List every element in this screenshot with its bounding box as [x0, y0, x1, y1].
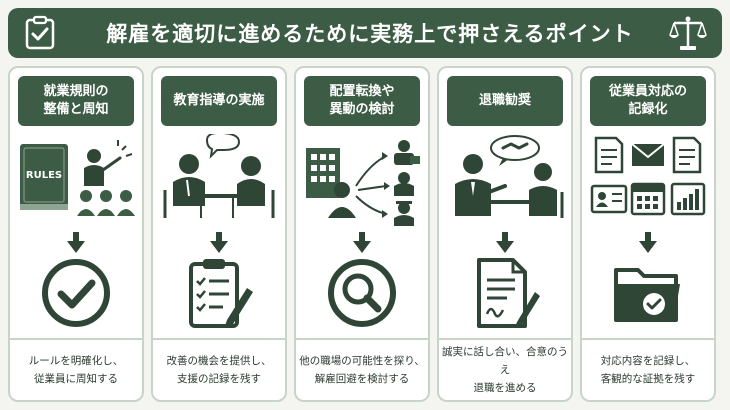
- card-divider: [296, 338, 428, 340]
- step-caption: ルールを明確化し、 従業員に周知する: [28, 355, 124, 385]
- folder-check-icon: [614, 268, 680, 322]
- step-card-records: 従業員対応の 記録化: [580, 66, 716, 402]
- step-heading: 就業規則の 整備と周知: [18, 76, 134, 126]
- title-banner: 解雇を適切に進めるために実務上で押さえるポイント: [8, 8, 722, 58]
- meeting-conversation-icon: [163, 134, 275, 218]
- document-icon: [594, 136, 624, 174]
- book-label: RULES: [26, 170, 62, 181]
- step-heading: 配置転換や 異動の検討: [304, 76, 420, 126]
- arrow-down-icon: [210, 232, 228, 253]
- step-heading: 教育指導の実施: [161, 76, 277, 126]
- card-divider: [439, 338, 571, 340]
- rules-book-and-presenter-icon: RULES: [20, 140, 135, 216]
- step-heading: 退職勧奨: [447, 76, 563, 126]
- calendar-icon: [630, 182, 666, 216]
- arrow-down-icon: [353, 232, 371, 253]
- card-divider: [153, 338, 285, 340]
- arrow-down-icon: [496, 232, 514, 253]
- balance-scale-icon: [669, 16, 707, 50]
- clipboard-checklist-icon: [189, 259, 253, 328]
- signed-document-icon: [477, 258, 540, 328]
- step-caption: 改善の機会を提供し、 支援の記録を残す: [166, 355, 272, 385]
- arrow-down-icon: [67, 232, 85, 253]
- handshake-discussion-icon: [455, 135, 564, 218]
- magnifier-circle-icon: [328, 259, 396, 327]
- step-caption: 他の職場の可能性を探り、 解雇回避を検討する: [299, 355, 425, 385]
- step-caption: 誠実に話し合い、合意のうえ 退職を進める: [442, 346, 568, 394]
- id-card-icon: [590, 184, 628, 214]
- page-title: 解雇を適切に進めるために実務上で押さえるポイント: [106, 22, 634, 46]
- document-icon: [672, 136, 702, 174]
- step-card-transfer: 配置転換や 異動の検討 他の職場の可能性を探り、 解雇回避を検討する: [294, 66, 430, 402]
- step-card-resignation: 退職勧奨 誠実に話し合い、合意のうえ 退職を進める: [437, 66, 573, 402]
- card-divider: [10, 338, 142, 340]
- arrow-down-icon: [639, 232, 657, 253]
- step-card-training: 教育指導の実施 改善の機会を提供し、 支援の記録を残す: [151, 66, 287, 402]
- step-card-rules: 就業規則の 整備と周知 RULES ルールを明確化し、 従業員に周知する: [8, 66, 144, 402]
- bar-chart-icon: [670, 182, 706, 216]
- checkmark-circle-icon: [42, 259, 110, 327]
- mail-icon: [631, 143, 665, 166]
- step-caption: 対応内容を記録し、 客観的な証拠を残す: [600, 355, 696, 385]
- clipboard-check-icon: [25, 15, 55, 50]
- building-transfer-icon: [306, 140, 420, 226]
- records-icons-grid: [590, 136, 706, 216]
- card-divider: [582, 338, 714, 340]
- step-heading: 従業員対応の 記録化: [590, 76, 706, 126]
